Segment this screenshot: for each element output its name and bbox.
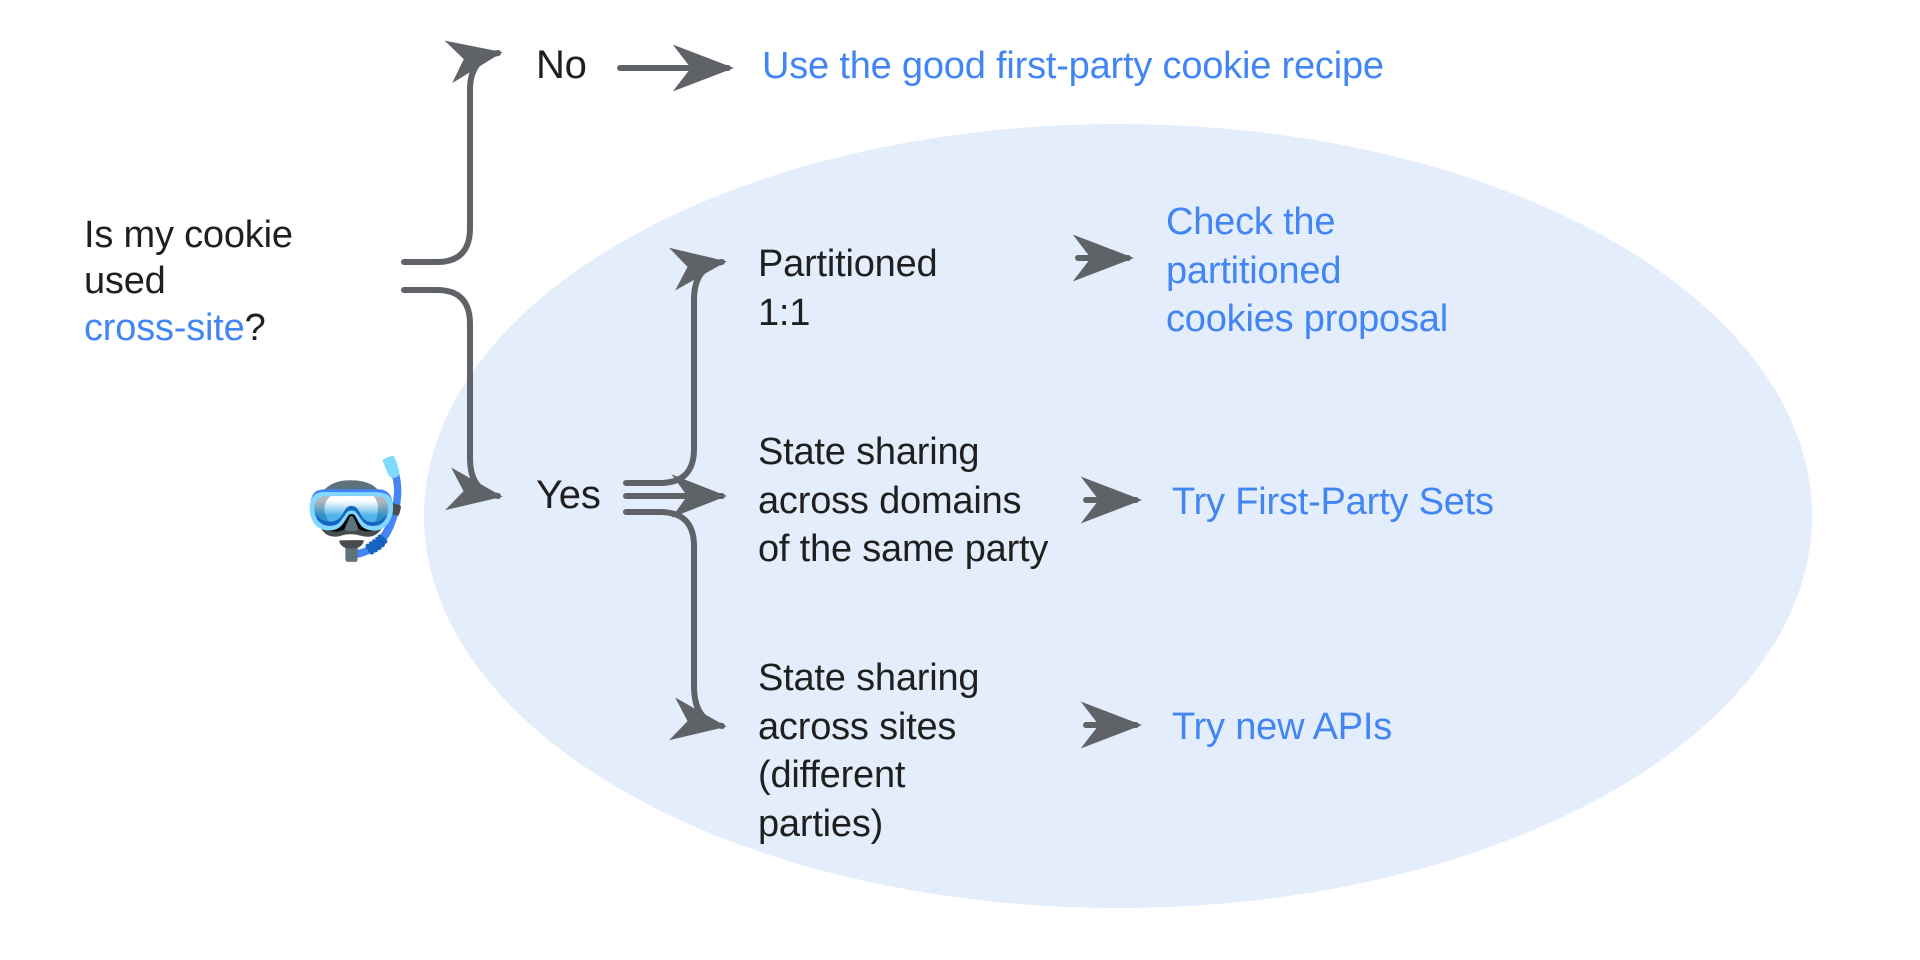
condition-partitioned-text: Partitioned 1:1 (758, 243, 938, 334)
condition-domains: State sharing across domains of the same… (758, 428, 1088, 574)
question-mark: ? (244, 306, 266, 349)
question-line-1: Is my cookie (84, 214, 293, 256)
cross-site-link[interactable]: cross-site (84, 306, 245, 349)
question-line-2: used (84, 260, 166, 303)
result-partitioned[interactable]: Check the partitioned cookies proposal (1166, 198, 1566, 344)
condition-sites-text: State sharing across sites (different pa… (758, 657, 980, 845)
branch-label-no: No (536, 42, 587, 89)
result-no[interactable]: Use the good first-party cookie recipe (762, 42, 1562, 91)
connector-no (401, 40, 503, 265)
question-line-3: cross-site? (84, 305, 384, 351)
branch-yes-text: Yes (536, 473, 601, 517)
result-domains-text[interactable]: Try First-Party Sets (1172, 481, 1494, 523)
branch-no-text: No (536, 43, 587, 87)
condition-domains-text: State sharing across domains of the same… (758, 431, 1049, 571)
result-domains[interactable]: Try First-Party Sets (1172, 478, 1632, 527)
result-partitioned-text[interactable]: Check the partitioned cookies proposal (1166, 201, 1448, 341)
branch-label-yes: Yes (536, 472, 601, 519)
condition-partitioned: Partitioned 1:1 (758, 240, 1088, 337)
result-sites-text[interactable]: Try new APIs (1172, 706, 1393, 748)
condition-sites: State sharing across sites (different pa… (758, 654, 1088, 849)
result-no-text[interactable]: Use the good first-party cookie recipe (762, 45, 1384, 87)
diving-mask-icon: 🤿 (294, 456, 414, 563)
root-question: Is my cookie used cross-site? (84, 212, 384, 351)
result-sites[interactable]: Try new APIs (1172, 703, 1572, 752)
